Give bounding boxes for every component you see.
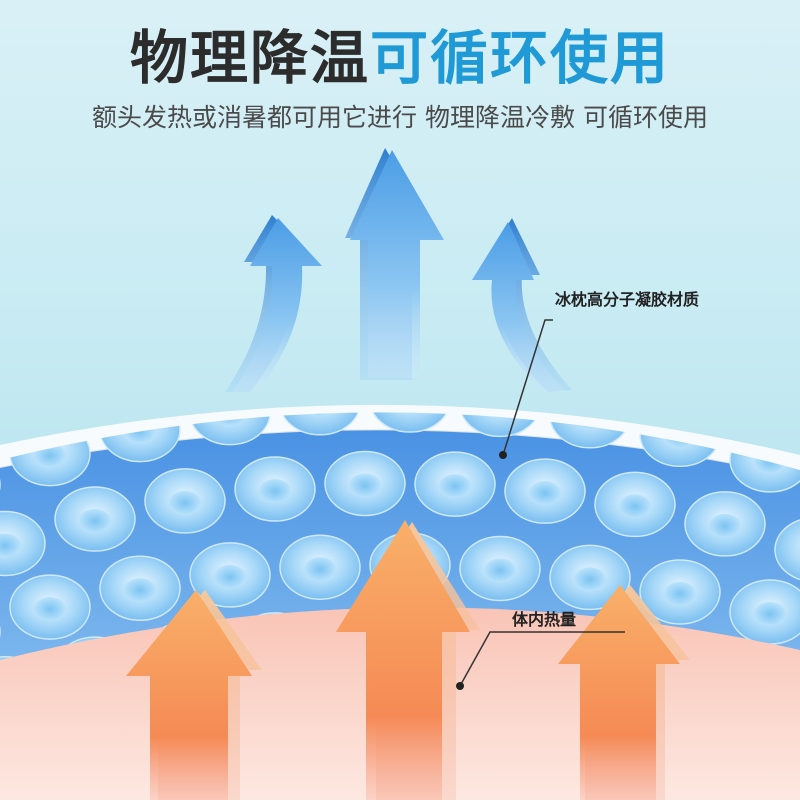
gel-bubble-core: [349, 473, 381, 498]
gel-bubble-core: [574, 567, 606, 592]
gel-bubble-core: [259, 479, 291, 504]
gel-bubble: [369, 412, 451, 433]
gel-bubble: [279, 412, 361, 436]
gel-bubble-core: [214, 564, 246, 589]
gel-bubble-core: [79, 509, 111, 534]
gel-bubble-core: [304, 557, 336, 582]
headline-part-2: 可循环使用: [370, 24, 671, 92]
gel-bubble-core: [754, 602, 786, 627]
headline: 物理降温可循环使用: [0, 18, 800, 98]
warm-arrow-right-icon: [558, 585, 690, 800]
cool-arrow-center-icon: [345, 148, 444, 380]
gel-bubble-core: [0, 533, 21, 558]
headline-part-1: 物理降温: [129, 24, 370, 92]
gel-bubble: [774, 516, 800, 583]
warm-arrow-left-icon: [126, 590, 262, 800]
gel-bubble-core: [529, 481, 561, 506]
label-body-heat: 体内热量: [512, 610, 577, 629]
gel-bubble-core: [484, 558, 516, 583]
label-gel-material: 冰枕高分子凝胶材质: [555, 290, 700, 309]
gel-bubble-core: [619, 494, 651, 519]
subline: 额头发热或消暑都可用它进行 物理降温冷敷 可循环使用: [92, 103, 708, 132]
gel-bubble-core: [439, 474, 471, 499]
gel-bubble-core: [664, 581, 696, 606]
cool-arrow-right-icon: [472, 218, 572, 392]
cool-arrow-left-icon: [225, 215, 322, 392]
warm-arrow-center-icon: [336, 520, 480, 800]
gel-bubble-core: [709, 513, 741, 538]
gel-bubble: [459, 412, 541, 438]
callout-gel: [499, 319, 553, 459]
callout-heat: [456, 631, 625, 690]
gel-bubble-core: [124, 578, 156, 603]
gel-bubble-core: [34, 597, 66, 622]
gel-bubble-core: [169, 490, 201, 515]
